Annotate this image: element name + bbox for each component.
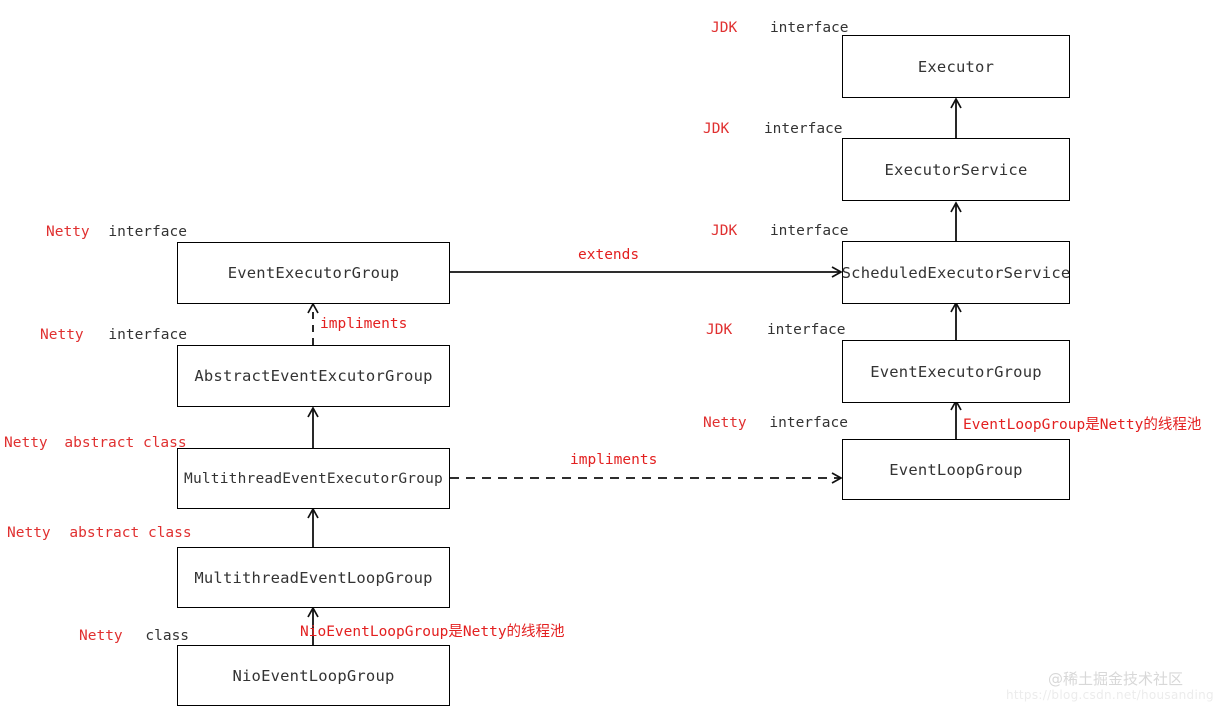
node-event-executor-group-left[interactable]: EventExecutorGroup xyxy=(177,242,450,304)
caption-kind: abstract class xyxy=(64,435,187,451)
node-label: EventExecutorGroup xyxy=(870,362,1042,381)
node-event-loop-group[interactable]: EventLoopGroup xyxy=(842,439,1070,500)
caption-kind: abstract class xyxy=(69,525,192,541)
caption-origin: Netty xyxy=(703,415,747,431)
caption-event-executor-group-left: Netty interface xyxy=(46,224,187,240)
caption-scheduled-executor-service: JDK interface xyxy=(711,223,849,239)
caption-kind: interface xyxy=(766,322,846,338)
node-label: Executor xyxy=(917,57,995,76)
edge-label-extends: extends xyxy=(578,247,640,263)
caption-origin: Netty xyxy=(7,525,51,541)
caption-multithread-event-executor-group: Netty abstract class xyxy=(4,435,187,451)
caption-origin: Netty xyxy=(40,327,84,343)
caption-origin: Netty xyxy=(79,628,123,644)
node-abstract-event-excutor-group[interactable]: AbstractEventExcutorGroup xyxy=(177,345,450,407)
node-label: MultithreadEventLoopGroup xyxy=(194,568,433,587)
node-label: NioEventLoopGroup xyxy=(232,666,395,685)
node-executor-service[interactable]: ExecutorService xyxy=(842,138,1070,201)
caption-origin: JDK xyxy=(706,322,733,338)
caption-origin: JDK xyxy=(703,121,730,137)
node-label: AbstractEventExcutorGroup xyxy=(194,367,433,385)
caption-abstract-event-excutor-group: Netty interface xyxy=(40,327,187,343)
node-multithread-event-executor-group[interactable]: MultithreadEventExecutorGroup xyxy=(177,448,450,509)
node-label: MultithreadEventExecutorGroup xyxy=(184,470,443,487)
node-nio-event-loop-group[interactable]: NioEventLoopGroup xyxy=(177,645,450,706)
caption-kind: interface xyxy=(108,327,187,343)
node-scheduled-executor-service[interactable]: ScheduledExecutorService xyxy=(842,241,1070,304)
caption-origin: JDK xyxy=(711,223,738,239)
note-event-loop-group: EventLoopGroup是Netty的线程池 xyxy=(963,417,1202,433)
watermark-url: https://blog.csdn.net/housanding xyxy=(1006,688,1214,702)
edge-label-impliments-vertical: impliments xyxy=(320,316,408,332)
node-label: EventLoopGroup xyxy=(889,460,1023,479)
node-label: EventExecutorGroup xyxy=(227,264,400,282)
caption-origin: JDK xyxy=(711,20,738,36)
caption-kind: class xyxy=(145,628,190,644)
caption-kind: interface xyxy=(769,415,848,431)
caption-origin: Netty xyxy=(4,435,48,451)
watermark-brand: @稀土掘金技术社区 xyxy=(1048,670,1184,688)
caption-kind: interface xyxy=(769,223,849,239)
node-event-executor-group-right[interactable]: EventExecutorGroup xyxy=(842,340,1070,403)
caption-multithread-event-loop-group: Netty abstract class xyxy=(7,525,192,541)
node-executor[interactable]: Executor xyxy=(842,35,1070,98)
caption-kind: interface xyxy=(763,121,843,137)
caption-executor-service: JDK interface xyxy=(703,121,843,137)
caption-kind: interface xyxy=(769,20,849,36)
caption-kind: interface xyxy=(108,224,187,240)
note-nio-event-loop-group: NioEventLoopGroup是Netty的线程池 xyxy=(300,624,565,640)
caption-event-loop-group: Netty interface xyxy=(703,415,848,431)
node-multithread-event-loop-group[interactable]: MultithreadEventLoopGroup xyxy=(177,547,450,608)
caption-event-executor-group-right: JDK interface xyxy=(706,322,846,338)
caption-nio-event-loop-group: Netty class xyxy=(79,628,189,644)
caption-executor: JDK interface xyxy=(711,20,849,36)
edge-label-impliments-horizontal: impliments xyxy=(570,452,658,468)
node-label: ExecutorService xyxy=(884,160,1028,179)
node-label: ScheduledExecutorService xyxy=(841,263,1071,282)
caption-origin: Netty xyxy=(46,224,90,240)
